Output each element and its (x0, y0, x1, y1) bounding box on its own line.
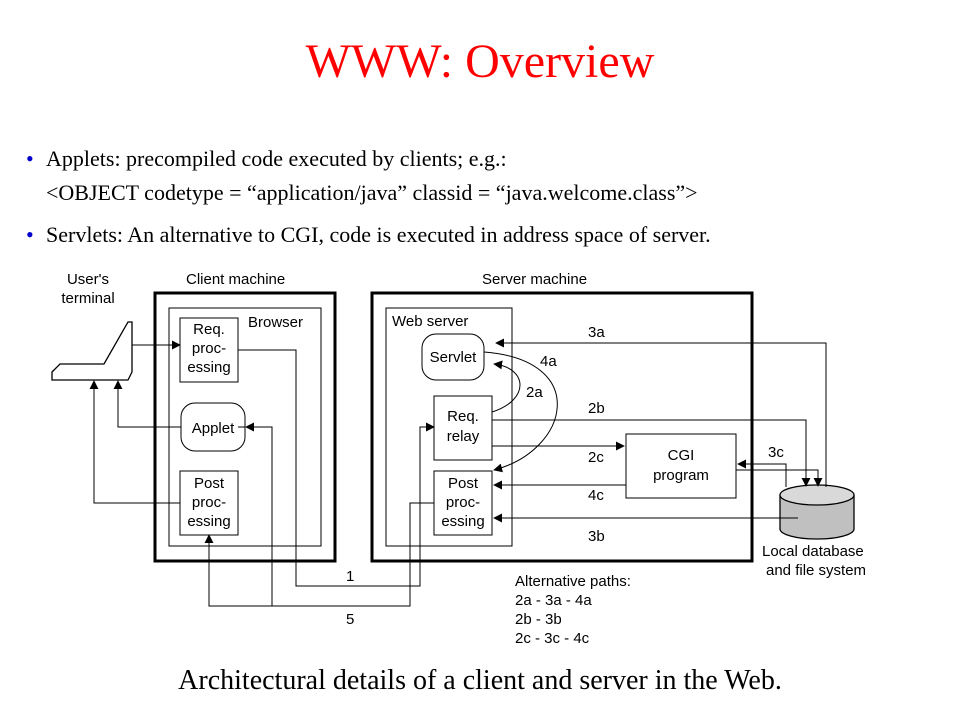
alt-path-2: 2b - 3b (515, 611, 562, 628)
server-post-label-2: proc- (446, 494, 480, 511)
path-5-applet-arrow (245, 422, 273, 606)
client-req-label-2: proc- (192, 340, 226, 357)
server-post-processing-box (433, 470, 493, 536)
bullet-dot: • (26, 146, 34, 171)
applet-label: Applet (192, 420, 235, 437)
figure-caption: Architectural details of a client and se… (178, 665, 782, 696)
bullet-applets-text: Applets: precompiled code executed by cl… (46, 146, 507, 171)
path-2b-arrow (492, 419, 811, 487)
alt-paths-heading: Alternative paths: (515, 573, 631, 590)
path-4a-arrow (483, 351, 558, 473)
client-post-label-1: Post (194, 475, 225, 492)
cgi-to-db-arrow (736, 469, 823, 487)
client-post-label-2: proc- (192, 494, 226, 511)
path-label-2a: 2a (526, 384, 543, 401)
path-label-3a: 3a (588, 324, 605, 341)
slide-title: WWW: Overview (305, 35, 655, 88)
database-label-2: and file system (766, 562, 866, 579)
database-label-1: Local database (762, 543, 864, 560)
path-label-2b: 2b (588, 400, 605, 417)
bullet-dot: • (26, 222, 34, 247)
bullet-applets: • Applets: precompiled code executed by c… (26, 146, 507, 172)
alt-path-3: 2c - 3c - 4c (515, 630, 590, 647)
path-2a-arrow (491, 360, 521, 413)
path-5-arrow (204, 502, 434, 607)
server-post-label-1: Post (448, 475, 479, 492)
path-3a-arrow (495, 338, 827, 487)
web-server-box (385, 307, 513, 547)
path-3c-arrow (737, 459, 787, 487)
alt-path-1: 2a - 3a - 4a (515, 592, 592, 609)
bullet-servlets: • Servlets: An alternative to CGI, code i… (26, 222, 711, 248)
cgi-label-2: program (653, 467, 709, 484)
cgi-program-box (625, 433, 737, 499)
path-label-5: 5 (346, 611, 354, 628)
users-terminal-label-1: User's (67, 271, 109, 288)
path-1-arrow (238, 349, 435, 587)
cgi-label-1: CGI (668, 447, 695, 464)
database-icon (779, 484, 855, 540)
bullet-servlets-text: Servlets: An alternative to CGI, code is… (46, 222, 711, 247)
server-machine-label: Server machine (482, 271, 587, 288)
path-label-4c: 4c (588, 487, 604, 504)
path-label-3b: 3b (588, 528, 605, 545)
req-relay-label-1: Req. (447, 408, 479, 425)
server-post-label-3: essing (441, 513, 484, 530)
path-label-3c: 3c (768, 444, 784, 461)
client-machine-label: Client machine (186, 271, 285, 288)
req-relay-label-2: relay (447, 428, 480, 445)
path-label-4a: 4a (540, 353, 557, 370)
client-post-label-3: essing (187, 513, 230, 530)
path-label-2c: 2c (588, 449, 604, 466)
browser-label: Browser (248, 314, 303, 331)
post-to-terminal-arrow (89, 380, 180, 504)
servlet-label: Servlet (430, 349, 478, 366)
users-terminal-label-2: terminal (61, 290, 114, 307)
client-req-label-1: Req. (193, 321, 225, 338)
path-label-1: 1 (346, 568, 354, 585)
servlet-box (421, 333, 485, 381)
applet-to-terminal-arrow (113, 380, 181, 428)
terminal-icon (51, 321, 133, 381)
client-req-label-3: essing (187, 359, 230, 376)
req-relay-box (433, 395, 493, 461)
web-server-label: Web server (392, 313, 468, 330)
object-code-example: <OBJECT codetype = “application/java” cl… (46, 180, 698, 205)
